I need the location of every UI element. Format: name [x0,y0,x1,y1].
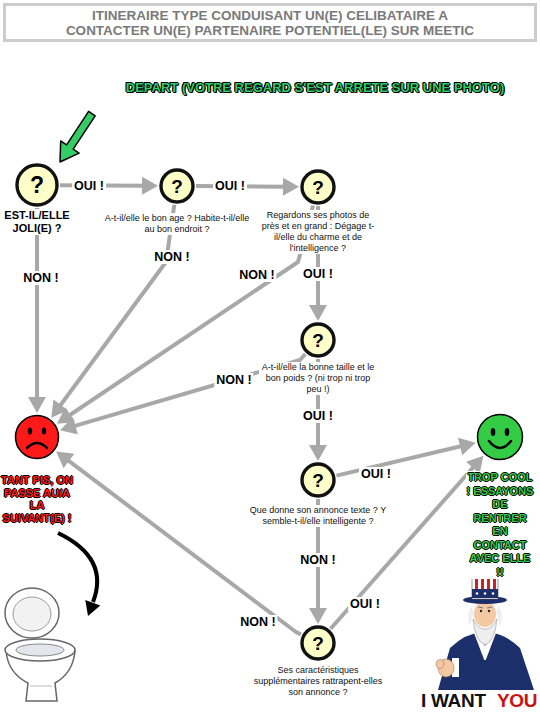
connector-line [66,459,301,635]
question-mark: ? [159,168,195,204]
node-caption-group: Ses caractéristiques supplémentaires rat… [246,665,391,698]
arrow-head [309,305,327,321]
face-eye [505,428,510,436]
face-eye [42,427,46,434]
arrow-head [309,445,327,461]
start-label: DEPART (VOTRE REGARD S'EST ARRETE SUR UN… [126,80,504,95]
edge-label: NON ! [237,268,276,282]
flow-connector [337,438,476,476]
edge-label: NON ! [21,271,60,285]
decision-node: ?Regardons ses photos de près et en gran… [300,169,336,205]
sad-face [16,416,59,459]
decision-node: ?A-t-il/elle la bonne taille et le bon p… [300,322,336,358]
edge-label: NON ! [152,250,191,264]
face-mouth [489,441,511,448]
arrow-head [60,417,78,434]
connector-line [58,205,174,408]
face-mouth [27,443,47,448]
node-caption-group: Regardons ses photos de près et en grand… [257,210,379,254]
node-caption: A-t-il/elle la bonne taille et le bon po… [259,362,377,395]
face-eye [491,428,496,436]
edge-label: NON ! [214,373,253,387]
reject-node: TANT PIS, ON PASSE AU/A LA SUIVANT(E) ! [14,414,60,460]
arrow-head [283,178,299,196]
face-eye [28,427,32,434]
diagram-title: ITINERAIRE TYPE CONDUISANT UN(E) CELIBAT… [35,8,505,38]
accept-node: TROP COOL ! ESSAYONS DE RENTRER EN CONTA… [476,413,524,461]
arrow-head [458,438,476,456]
poster-text: I WANT [421,690,486,712]
connector-line [331,465,476,629]
decision-node: ?Ses caractéristiques supplémentaires ra… [300,625,336,661]
flow-connector [51,205,174,418]
node-caption-group: EST-IL/ELLE JOLI(E) ? [0,209,76,235]
arrow-head [57,407,75,423]
node-outline [14,414,60,460]
node-caption-group: A-t-il/elle la bonne taille et le bon po… [259,362,377,395]
edge-label: OUI ! [348,597,382,611]
node-caption-group: TROP COOL ! ESSAYONS DE RENTRER EN CONTA… [466,471,534,579]
node-caption: A-t-il/elle le bon age ? Habite-t-il/ell… [102,213,252,235]
connector-line [337,446,465,476]
node-caption-group: Que donne son annonce texte ? Y semble-t… [236,505,401,527]
arrow-head [56,451,74,468]
edge-label: OUI ! [301,267,335,281]
happy-face [478,415,523,460]
flow-connector [28,208,46,413]
node-caption: Ses caractéristiques supplémentaires rat… [246,665,391,698]
question-mark: ? [15,163,59,207]
node-caption: EST-IL/ELLE JOLI(E) ? [0,209,76,235]
node-outline [476,413,524,461]
flow-connector [56,451,301,634]
arrow-head [142,177,158,195]
node-caption: TANT PIS, ON PASSE AU/A LA SUIVANT(E) ! [1,474,73,524]
node-caption: Regardons ses photos de près et en grand… [257,210,379,254]
flow-connector [196,178,299,196]
question-mark: ? [300,625,336,661]
edge-label: OUI ! [359,467,393,481]
node-caption: Que donne son annonce texte ? Y semble-t… [236,505,401,527]
uncle-sam-illustration [436,572,534,690]
arrow-head [28,397,46,413]
start-arrow [60,111,95,162]
edge-label: OUI ! [301,409,335,423]
node-caption-group: TANT PIS, ON PASSE AU/A LA SUIVANT(E) ! [1,474,73,524]
node-caption-group: A-t-il/elle le bon age ? Habite-t-il/ell… [102,213,252,235]
question-mark: ? [300,169,336,205]
question-mark: ? [300,322,336,358]
edge-label: OUI ! [72,179,106,193]
connector-line [35,208,39,401]
arrow-head [309,608,327,624]
decision-node: ?EST-IL/ELLE JOLI(E) ? [15,163,59,207]
flow-connector [60,177,158,195]
decision-node: ?A-t-il/elle le bon age ? Habite-t-il/el… [159,168,195,204]
edge-label: NON ! [298,553,337,567]
edge-label: OUI ! [213,179,247,193]
toilet-illustration [5,588,75,701]
flow-connector [331,456,484,629]
edge-label: NON ! [238,615,277,629]
question-mark: ? [300,462,336,498]
poster-text: YOU [497,690,537,712]
title-frame: ITINERAIRE TYPE CONDUISANT UN(E) CELIBAT… [3,3,537,42]
flush-arrow [58,533,97,602]
decision-node: ?Que donne son annonce texte ? Y semble-… [300,462,336,498]
node-caption: TROP COOL ! ESSAYONS DE RENTRER EN CONTA… [466,471,534,579]
arrow-head [51,399,68,417]
flush-arrow-head [85,600,100,616]
